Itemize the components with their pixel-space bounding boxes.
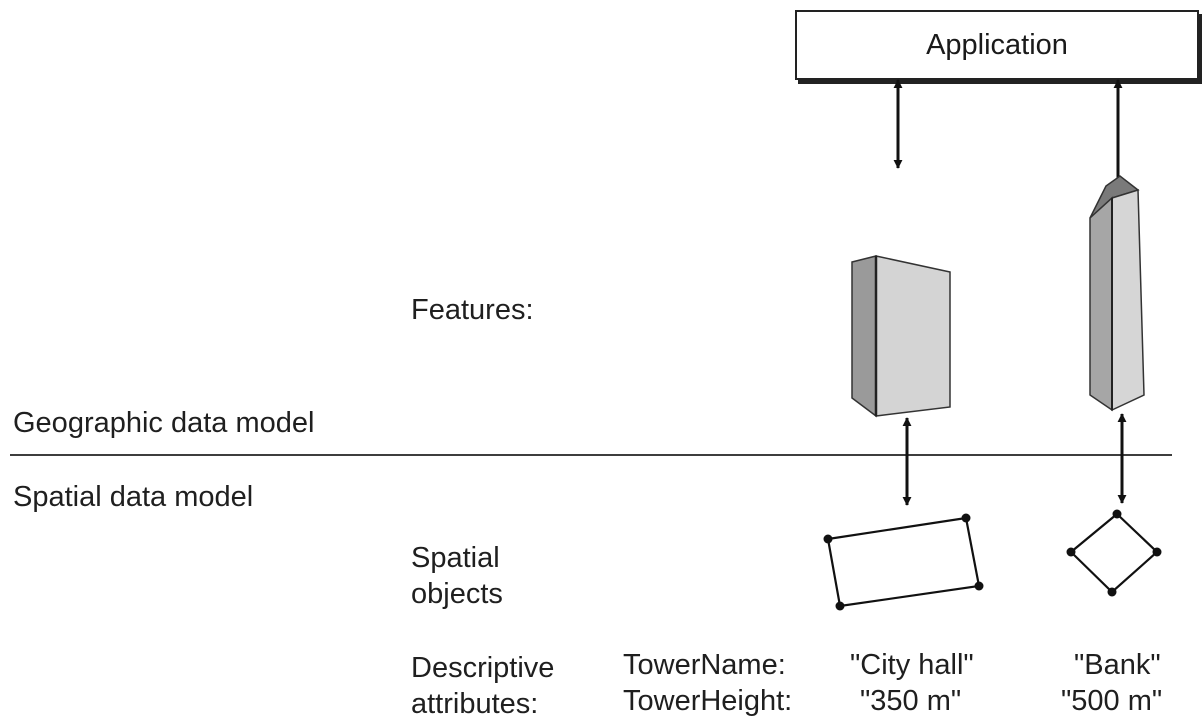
geographic-data-model-label: Geographic data model	[13, 407, 315, 439]
spatial-data-model-label: Spatial data model	[13, 481, 254, 513]
tower-height-key: TowerHeight:	[623, 685, 793, 717]
application-box: Application	[795, 10, 1199, 80]
tower-name-key: TowerName:	[623, 649, 786, 681]
bank-polygon-object	[1066, 509, 1162, 597]
bank-height-value: "500 m"	[1061, 685, 1163, 717]
cityhall-tower-icon	[851, 255, 951, 418]
spatial-objects-label: Spatial objects	[411, 542, 503, 610]
features-label: Features:	[411, 294, 534, 326]
bank-name-value: "Bank"	[1074, 649, 1161, 681]
cityhall-height-value: "350 m"	[860, 685, 962, 717]
cityhall-name-value: "City hall"	[850, 649, 974, 681]
cityhall-polygon-object	[823, 513, 984, 611]
bank-tower-icon	[1089, 175, 1145, 412]
descriptive-attributes-label: Descriptive attributes:	[411, 652, 555, 720]
application-label: Application	[926, 28, 1068, 61]
